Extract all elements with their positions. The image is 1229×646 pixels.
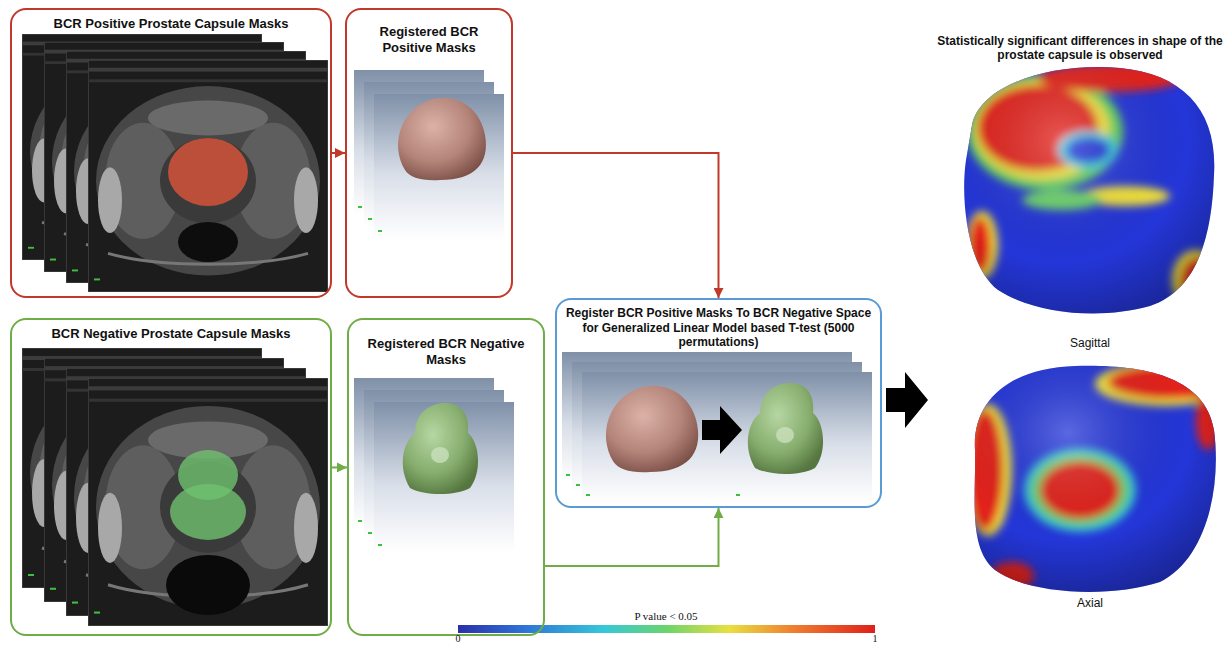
box-heading: Register BCR Positive Masks To BCR Negat… xyxy=(565,306,872,350)
illustration-part xyxy=(398,98,486,180)
illustration-part xyxy=(88,378,328,626)
illustration-part xyxy=(582,372,872,502)
process-box: BCR Negative Prostate Capsule Masks xyxy=(10,318,332,636)
box-heading: Registered BCR Positive Masks xyxy=(355,24,503,56)
flow-arrow xyxy=(545,508,719,566)
prostate-mask xyxy=(168,138,248,206)
illustration-part xyxy=(368,218,372,220)
mri-slice-stack xyxy=(22,348,328,626)
illustration-part xyxy=(431,447,449,463)
illustration-part xyxy=(374,402,514,552)
illustration-part xyxy=(566,474,570,476)
illustration-part xyxy=(950,60,1229,330)
illustration-part xyxy=(586,494,590,496)
illustration-part xyxy=(576,484,580,486)
axial-heatmap xyxy=(960,360,1229,600)
illustration-part xyxy=(950,60,1229,330)
illustration-part xyxy=(378,230,382,232)
mri-slice-stack xyxy=(22,34,328,292)
illustration-part xyxy=(374,94,504,239)
colorbar-label: 1 xyxy=(865,633,885,645)
view-label: Sagittal xyxy=(1040,336,1140,350)
illustration-part xyxy=(960,360,1229,600)
registration-illustration xyxy=(562,352,872,502)
view-label: Axial xyxy=(1040,596,1140,610)
process-box: BCR Positive Prostate Capsule Masks xyxy=(10,8,332,298)
registered-mask-stack xyxy=(354,378,514,552)
illustration-part xyxy=(368,532,372,534)
rectum xyxy=(178,222,238,262)
box-heading: BCR Negative Prostate Capsule Masks xyxy=(20,326,322,342)
illustration-part xyxy=(403,403,478,494)
box-heading: BCR Positive Prostate Capsule Masks xyxy=(20,16,322,32)
flow-arrow xyxy=(332,466,347,468)
illustration-part xyxy=(960,360,1229,600)
result-heading: Statistically significant differences in… xyxy=(930,34,1229,63)
flow-arrow xyxy=(332,152,345,154)
illustration-part xyxy=(88,60,328,292)
rectum xyxy=(166,555,250,615)
illustration-part xyxy=(702,406,742,454)
illustration-part xyxy=(960,360,1229,600)
illustration-part xyxy=(776,427,794,443)
prostate-mask xyxy=(170,484,246,540)
flow-arrow xyxy=(513,153,719,298)
registered-mask-stack xyxy=(354,70,504,239)
colorbar xyxy=(458,625,875,633)
illustration-part xyxy=(378,544,382,546)
sagittal-heatmap xyxy=(950,60,1229,330)
illustration-part xyxy=(358,520,362,522)
connector-group xyxy=(332,153,719,566)
process-box: Registered BCR Positive Masks xyxy=(345,8,513,298)
illustration-part xyxy=(606,386,698,472)
illustration-part xyxy=(950,60,1229,330)
illustration-part xyxy=(736,494,740,496)
illustration-part xyxy=(358,206,362,208)
process-box: Register BCR Positive Masks To BCR Negat… xyxy=(555,298,882,508)
process-box: Registered BCR Negative Masks xyxy=(347,318,545,636)
result-arrow xyxy=(886,372,928,428)
colorbar-label: P value < 0.05 xyxy=(586,610,746,623)
colorbar-label: 0 xyxy=(448,633,468,645)
box-heading: Registered BCR Negative Masks xyxy=(357,336,535,368)
illustration-part xyxy=(748,383,823,474)
